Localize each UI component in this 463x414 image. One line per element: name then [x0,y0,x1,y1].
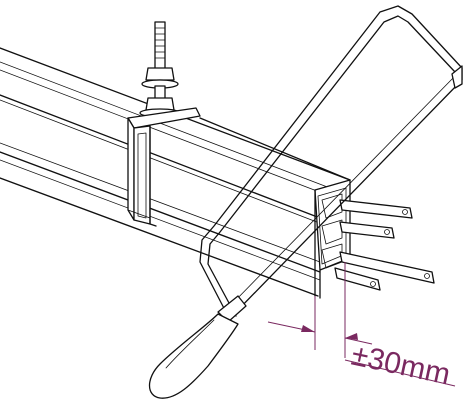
dimension-label: ±30mm [349,339,454,392]
hanger-clamp [127,21,201,227]
conductor-bars [334,199,435,291]
hacksaw [148,5,463,399]
busbar-housing [0,47,351,297]
dimension-annotation [267,262,456,387]
